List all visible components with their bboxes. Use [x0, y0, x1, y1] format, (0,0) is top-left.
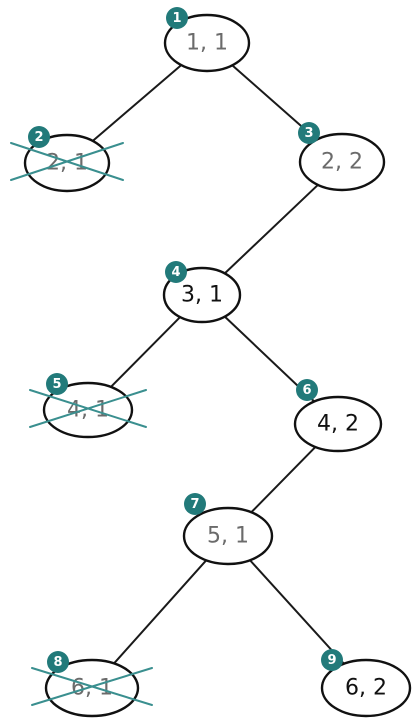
node-3: 2, 2 3	[298, 122, 386, 192]
node-label: 3, 1	[181, 283, 223, 308]
step-badge-circle	[298, 122, 320, 144]
step-badge: 2	[28, 126, 50, 148]
step-badge-number: 4	[171, 265, 180, 280]
step-badge-circle	[296, 379, 318, 401]
step-badge: 7	[184, 493, 206, 515]
step-badge-number: 2	[34, 130, 43, 145]
node-label: 1, 1	[186, 31, 228, 56]
node-2: 2, 12	[10, 126, 124, 193]
node-ellipse	[23, 133, 111, 193]
edges-layer	[91, 64, 345, 665]
step-badge-number: 9	[327, 653, 336, 668]
step-badge-circle	[28, 126, 50, 148]
step-badge: 5	[46, 373, 68, 395]
edge-4-5	[109, 316, 182, 388]
step-badge: 1	[166, 7, 188, 29]
cross-out-stroke	[29, 389, 147, 428]
node-ellipse	[182, 506, 274, 566]
step-badge-circle	[321, 649, 343, 671]
node-label: 4, 1	[67, 398, 109, 423]
step-badge-number: 8	[53, 655, 62, 670]
step-badge-circle	[165, 261, 187, 283]
node-label: 6, 2	[345, 676, 387, 701]
node-label: 4, 2	[317, 412, 359, 437]
node-ellipse	[298, 132, 386, 192]
step-badge: 8	[47, 651, 69, 673]
step-badge: 3	[298, 122, 320, 144]
edge-6-7	[250, 445, 317, 514]
node-ellipse	[163, 13, 251, 73]
step-badge-circle	[184, 493, 206, 515]
node-ellipse	[162, 266, 242, 324]
node-4: 3, 14	[162, 261, 242, 324]
step-badge-number: 6	[302, 383, 311, 398]
node-ellipse	[44, 658, 140, 718]
step-badge: 4	[165, 261, 187, 283]
edge-7-9	[249, 559, 345, 665]
cross-out-stroke	[31, 667, 153, 706]
node-label: 6, 1	[71, 676, 113, 701]
edge-1-2	[91, 64, 183, 142]
step-badge-circle	[46, 373, 68, 395]
step-badge-circle	[47, 651, 69, 673]
node-ellipse	[320, 658, 412, 718]
node-9: 6, 2 9	[320, 649, 412, 718]
edge-7-8	[113, 559, 208, 665]
node-8: 6, 1 8	[31, 651, 153, 718]
node-label: 2, 1	[46, 151, 88, 176]
step-badge: 9	[321, 649, 343, 671]
step-badge-number: 5	[52, 377, 61, 392]
cross-out-stroke	[10, 142, 124, 181]
step-badge-number: 3	[304, 126, 313, 141]
node-label: 5, 1	[207, 524, 249, 549]
node-label: 2, 2	[321, 150, 363, 175]
node-7: 5, 1 7	[182, 493, 274, 566]
node-ellipse	[293, 395, 383, 453]
step-badge-number: 7	[190, 497, 199, 512]
node-ellipse	[42, 381, 134, 439]
step-badge-number: 1	[172, 11, 181, 26]
node-1: 1, 1 1	[163, 7, 251, 73]
nodes-layer: 1, 1 1 2, 12 2, 2 3 3, 14 4, 1 5 4, 2 6 5, 1 7 6, 1 8…	[10, 7, 412, 718]
step-badge: 6	[296, 379, 318, 401]
edge-3-4	[223, 183, 319, 275]
node-5: 4, 1 5	[29, 373, 147, 439]
node-6: 4, 2 6	[293, 379, 383, 453]
step-badge-circle	[166, 7, 188, 29]
